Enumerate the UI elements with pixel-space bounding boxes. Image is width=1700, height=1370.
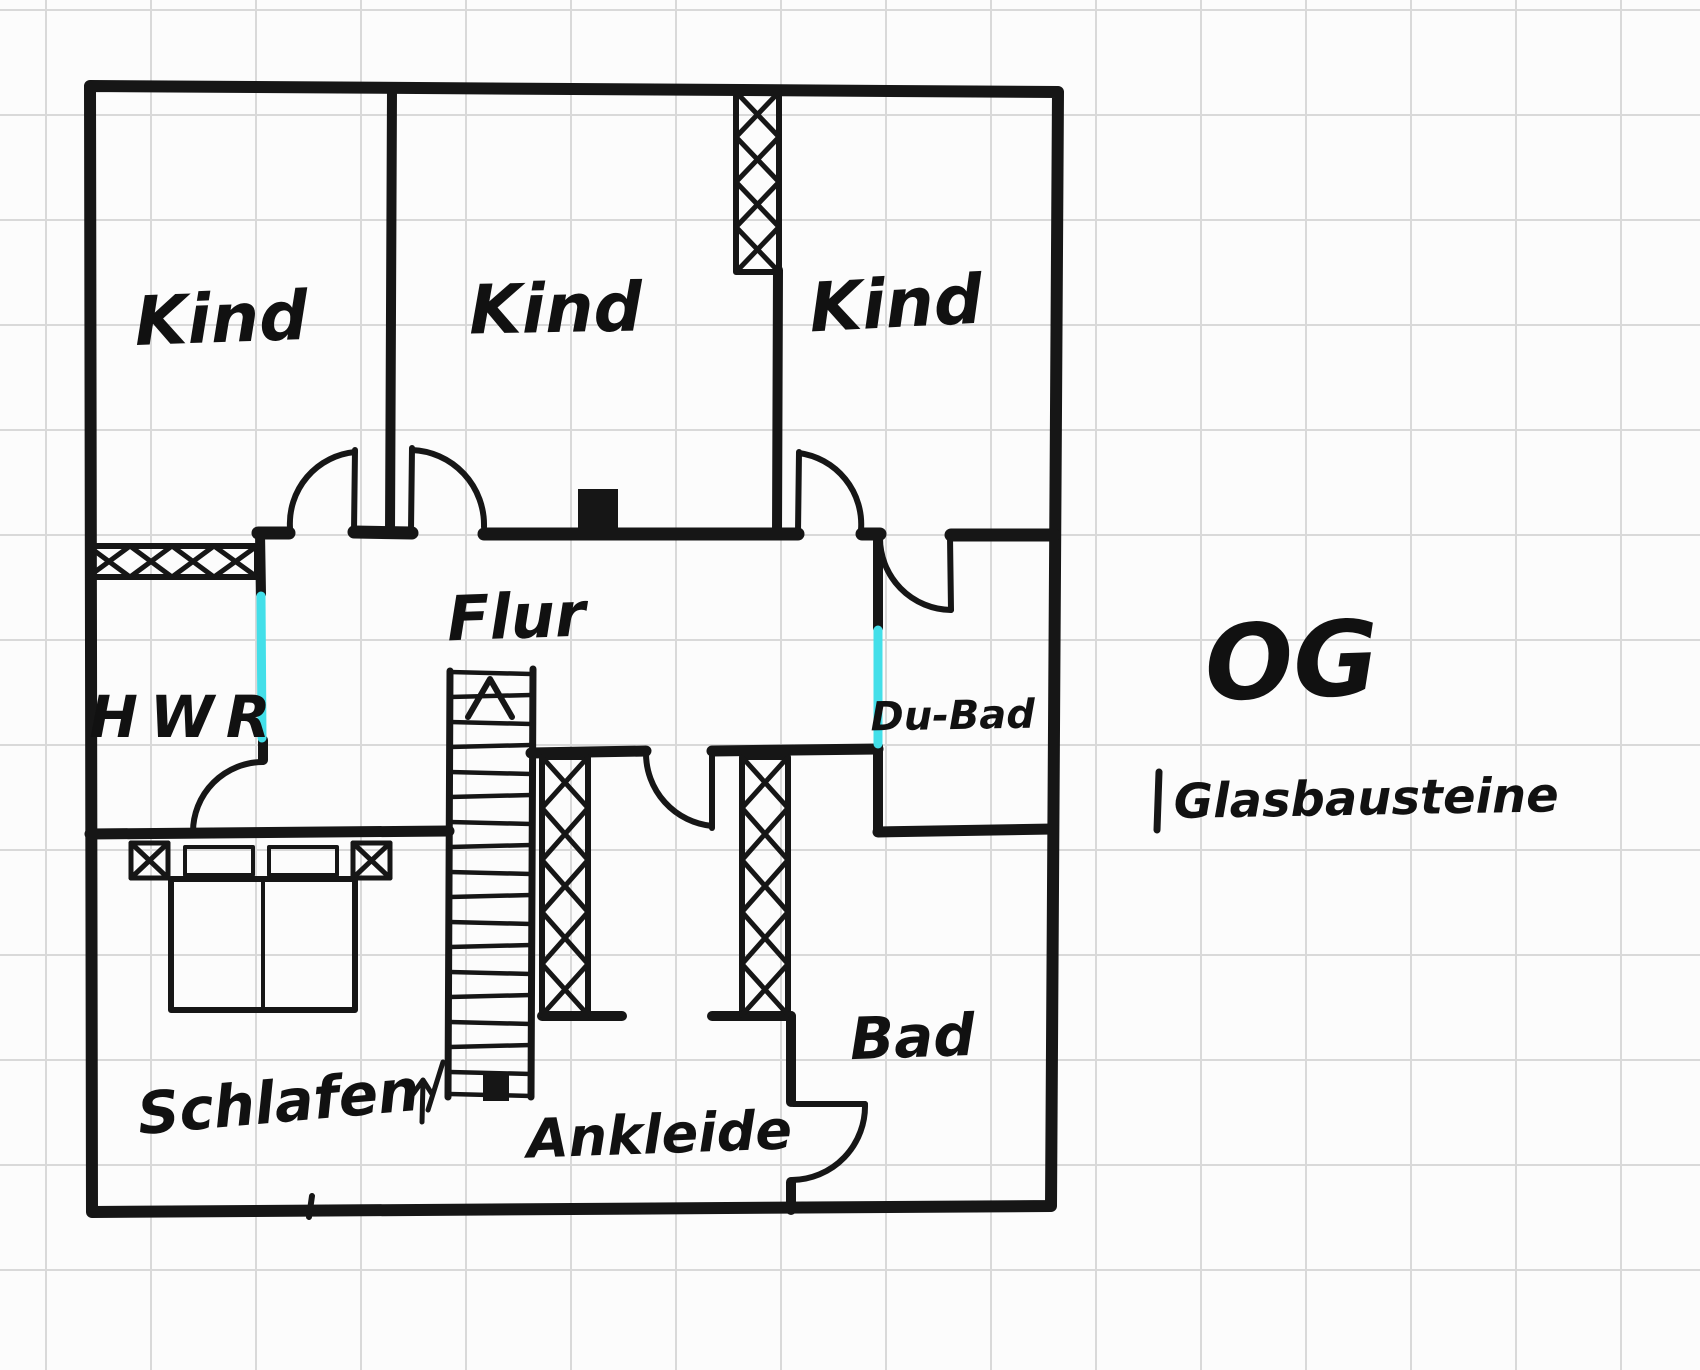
wall-dubad-bottom bbox=[872, 823, 1059, 838]
side-annotations: OG Glasbausteine bbox=[1153, 597, 1559, 834]
hatch-window-left bbox=[85, 543, 260, 580]
room-label-dubad: Du-Bad bbox=[870, 692, 1036, 741]
room-label-flur: Flur bbox=[446, 578, 590, 656]
door-kind-right bbox=[795, 449, 865, 535]
stairs-up-arrow-icon bbox=[410, 1059, 446, 1125]
flur-bottom-wall-left bbox=[525, 745, 652, 759]
glass-wall-hwr bbox=[256, 591, 267, 743]
wall-joint-tick bbox=[306, 1193, 315, 1220]
floor-label: OG bbox=[1203, 597, 1381, 725]
door-arc bbox=[409, 447, 488, 530]
stairs-start-block bbox=[483, 1075, 509, 1101]
hatch-window-top bbox=[733, 89, 782, 275]
room-label-kind-left: Kind bbox=[133, 277, 310, 362]
bed-headboard-right bbox=[350, 840, 393, 881]
chimney-block bbox=[578, 489, 618, 533]
stairs-rail-left bbox=[444, 667, 454, 1101]
door-leaf bbox=[947, 534, 954, 613]
bed-nightstand-right bbox=[267, 845, 339, 877]
legend-glass-label: Glasbausteine bbox=[1173, 767, 1559, 830]
stairs bbox=[410, 665, 537, 1125]
door-dubad bbox=[876, 534, 954, 613]
door-leaf bbox=[408, 445, 415, 533]
door-leaf bbox=[351, 447, 358, 534]
hatch-wall-ankleide-left bbox=[539, 754, 591, 1018]
door-arc bbox=[286, 449, 358, 531]
door-arc bbox=[642, 750, 715, 829]
bed-nightstand-left bbox=[183, 845, 255, 877]
legend-glass-tick bbox=[1153, 768, 1163, 834]
stairs-rail-right bbox=[527, 665, 537, 1101]
room-label-ankleide: Ankleide bbox=[522, 1098, 793, 1170]
door-bad bbox=[789, 1101, 869, 1183]
wall-schlafen-top bbox=[84, 825, 455, 840]
stairs-up-arrowhead-icon bbox=[465, 676, 515, 720]
door-arc bbox=[876, 534, 954, 613]
wall-kind-left-middle bbox=[385, 85, 397, 538]
bed-furniture bbox=[128, 840, 393, 1013]
door-arc bbox=[190, 759, 266, 835]
wall-hwr-flur-top bbox=[255, 528, 266, 599]
doors bbox=[190, 445, 954, 1183]
room-label-hwr: HWR bbox=[89, 683, 282, 751]
bed-headboard-left bbox=[128, 840, 171, 881]
room-label-kind-right: Kind bbox=[807, 260, 985, 348]
hatch-wall-ankleide-right bbox=[739, 754, 791, 1018]
door-kind-left bbox=[286, 447, 358, 534]
door-hwr bbox=[190, 759, 266, 835]
stairs-treads bbox=[447, 669, 534, 1099]
door-arc bbox=[789, 1101, 869, 1183]
room-label-schlafen: Schlafen bbox=[135, 1056, 422, 1148]
room-labels: Kind Kind Kind Flur HWR Du-Bad Schlafen … bbox=[89, 260, 1035, 1170]
flur-bottom-wall-right bbox=[706, 743, 884, 757]
door-arc bbox=[796, 450, 865, 533]
wall-kind-middle-right bbox=[772, 265, 783, 539]
door-leaf bbox=[795, 449, 802, 535]
flur-top-wall bbox=[251, 525, 1061, 542]
room-label-kind-middle: Kind bbox=[468, 268, 644, 350]
door-kind-middle bbox=[408, 445, 488, 533]
room-label-bad: Bad bbox=[849, 1001, 977, 1073]
glass-block-walls bbox=[256, 591, 883, 749]
door-ankleide bbox=[642, 750, 715, 831]
